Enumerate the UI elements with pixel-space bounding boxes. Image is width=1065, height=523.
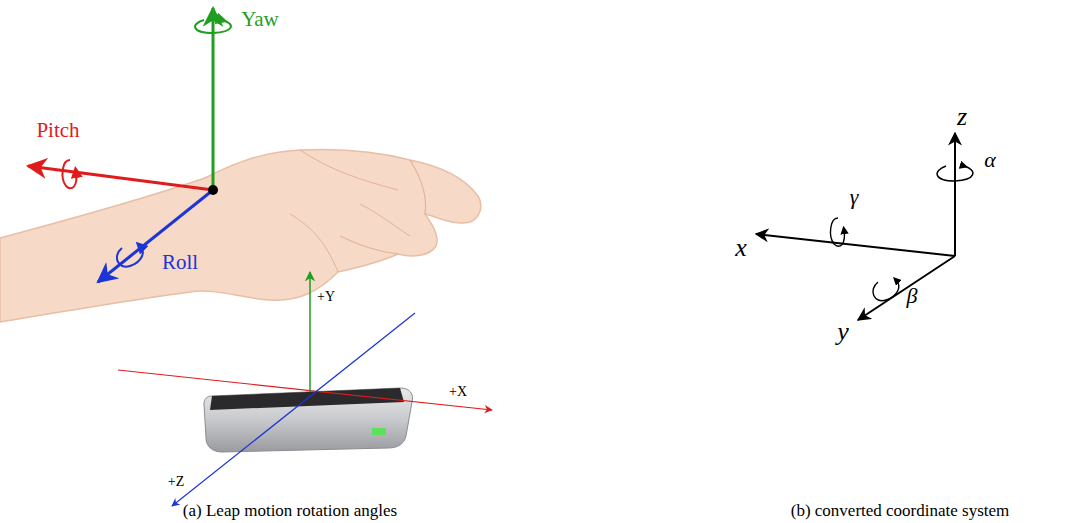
y-axis xyxy=(309,272,311,392)
yaw-label: Yaw xyxy=(241,9,279,30)
axis-letter: x xyxy=(735,235,747,261)
yaw-axis xyxy=(212,8,215,190)
pivot-dot xyxy=(208,185,218,195)
roll-rotation xyxy=(117,246,143,267)
status-light xyxy=(372,428,386,435)
roll-label: Roll xyxy=(162,252,198,273)
axis-label: +Y xyxy=(317,290,335,304)
x-axis xyxy=(118,370,492,410)
angle-symbol: γ xyxy=(850,186,859,208)
subcaption: (b) converted coordinate system xyxy=(791,502,1010,519)
subcaption: (a) Leap motion rotation angles xyxy=(183,502,397,519)
axis-letter: y xyxy=(837,319,849,345)
pitch-axis xyxy=(28,166,213,190)
axis-label: +X xyxy=(449,385,467,399)
angle-symbol: α xyxy=(984,149,996,171)
pitch-label: Pitch xyxy=(36,120,79,141)
axis-label: +Z xyxy=(168,475,184,489)
axis-letter: z xyxy=(957,104,967,130)
roll-axis xyxy=(98,190,213,282)
pitch-rotation xyxy=(63,160,77,188)
z-axis xyxy=(172,313,415,506)
yaw-rotation xyxy=(195,20,231,33)
hand-illustration xyxy=(0,149,481,322)
angle-symbol: β xyxy=(907,285,918,307)
coordinate-system xyxy=(756,133,973,320)
